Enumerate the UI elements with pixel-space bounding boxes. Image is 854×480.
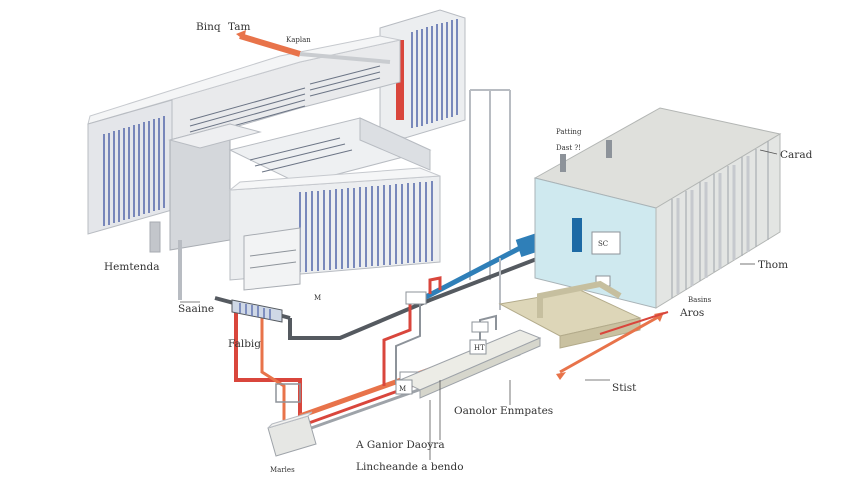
label-top-left-a: Binq bbox=[196, 21, 221, 33]
orange-pipe-left bbox=[260, 316, 286, 420]
front-panel-dark bbox=[572, 218, 582, 252]
vent-pipe-1 bbox=[560, 154, 566, 172]
riser-grey-2 bbox=[479, 314, 497, 352]
container-side-ribs bbox=[676, 156, 750, 294]
mid-tray-side bbox=[359, 117, 431, 171]
text-labels: Binq Tam Kaplan Hemtenda Saaine Falbig P… bbox=[104, 21, 813, 474]
base-duct bbox=[498, 280, 642, 349]
front-long-unit-top bbox=[228, 167, 441, 191]
label-bottom-right: Stist bbox=[612, 382, 637, 394]
top-pipe-arrow bbox=[236, 30, 246, 40]
top-long-unit-grille bbox=[189, 65, 381, 139]
front-controller bbox=[591, 231, 621, 255]
label-box-tag: SC bbox=[598, 240, 608, 248]
output-arrow-line-2 bbox=[599, 311, 669, 335]
label-arrow-a: Basins bbox=[688, 296, 712, 304]
label-box-top-b: Dast ?! bbox=[556, 144, 581, 152]
left-tall-module-fins bbox=[103, 116, 165, 226]
label-left-mid: Hemtenda bbox=[104, 261, 160, 273]
label-tag-a: HT bbox=[474, 344, 485, 352]
label-bottom-a: A Ganior Daoyra bbox=[355, 439, 445, 451]
label-box-top-a: Patting bbox=[556, 128, 582, 136]
rear-unit-fins bbox=[411, 19, 458, 128]
front-drawer-line bbox=[249, 249, 297, 257]
left-support-post bbox=[149, 221, 161, 253]
dark-return-pipe bbox=[288, 248, 561, 340]
leader-lines bbox=[180, 149, 778, 460]
top-long-unit-top bbox=[87, 35, 401, 125]
label-top-pipe: Kaplan bbox=[286, 36, 311, 44]
vent-pipe-2 bbox=[606, 140, 612, 158]
center-housing-top bbox=[168, 123, 262, 149]
output-arrow-line bbox=[559, 314, 661, 374]
output-arrows bbox=[556, 311, 669, 380]
front-long-unit-fins bbox=[299, 181, 433, 272]
pump-box-tag bbox=[469, 339, 487, 355]
label-pipe-left: Falbig bbox=[228, 338, 261, 350]
label-tiny-a: M bbox=[314, 294, 321, 302]
pump-rail bbox=[395, 329, 542, 399]
label-tag-b: M bbox=[399, 385, 406, 393]
label-box-right-mid: Thom bbox=[758, 259, 788, 271]
label-box-right-top: Carad bbox=[780, 149, 813, 161]
mid-tray-grille bbox=[249, 137, 353, 173]
label-top-left-b: Tam bbox=[228, 21, 250, 33]
pipe-bracket-left bbox=[275, 383, 301, 403]
label-bottom-b: Lincheande a bendo bbox=[356, 461, 464, 473]
label-bottom-mid: Oanolor Enmpates bbox=[454, 405, 553, 417]
front-drawer-line-2 bbox=[249, 261, 297, 269]
label-base-small: Marles bbox=[270, 466, 295, 474]
container-unit bbox=[533, 107, 782, 309]
output-arrow-tail bbox=[556, 372, 566, 380]
valve-3 bbox=[471, 321, 489, 333]
riser-red-2 bbox=[428, 276, 442, 294]
riser-grey-1 bbox=[395, 300, 421, 384]
bottom-base-block bbox=[267, 411, 317, 457]
air-handling-structure bbox=[87, 9, 511, 300]
pump-box-tag-2 bbox=[395, 379, 413, 395]
front-drawer bbox=[243, 227, 301, 291]
label-left-bottom: Saaine bbox=[178, 303, 214, 315]
valve-2 bbox=[405, 291, 427, 305]
container-side-panels bbox=[671, 141, 769, 298]
riser-red-1 bbox=[382, 296, 412, 386]
label-arrow-b: Aros bbox=[679, 307, 704, 319]
top-supply-pipe bbox=[236, 30, 391, 64]
left-heat-exchanger bbox=[231, 299, 283, 323]
